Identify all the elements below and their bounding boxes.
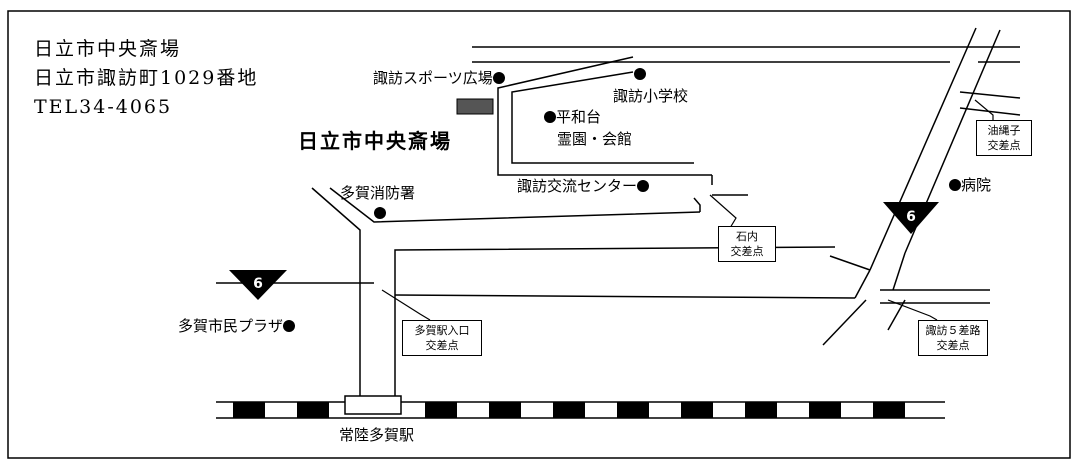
location-dot-icon — [374, 207, 386, 219]
callout-leaders — [381, 99, 994, 321]
intersection-suffix: 交差点 — [425, 339, 459, 352]
station-building — [344, 395, 402, 415]
landmark-hospital: 病院 — [949, 178, 991, 193]
map-title: 日立市中央斎場 — [298, 129, 452, 153]
intersection-suwa5: 諏訪５差路 交差点 — [918, 320, 988, 356]
location-dot-icon — [544, 111, 556, 123]
location-dot-icon — [283, 320, 296, 332]
landmark-suwa-school: 諏訪小学校 — [613, 87, 689, 105]
location-dot-icon — [634, 68, 646, 80]
intersection-name: 諏訪５差路 — [925, 324, 981, 337]
venue-tel: TEL34-4065 — [34, 96, 173, 118]
route-6-sign-icon — [883, 202, 939, 234]
intersection-taga-eki: 多賀駅入口 交差点 — [402, 320, 482, 356]
venue-address: 日立市諏訪町1029番地 — [34, 67, 259, 89]
intersection-name: 油縄子 — [987, 124, 1021, 137]
route-6-label: 6 — [906, 209, 916, 225]
landmark-label: 平和台 — [556, 108, 602, 126]
intersection-aburanawako: 油縄子 交差点 — [976, 120, 1032, 156]
landmark-heiwadai: 平和台 — [544, 110, 601, 125]
landmark-label: 諏訪交流センター — [517, 177, 638, 195]
venue-name: 日立市中央斎場 — [34, 38, 182, 60]
landmark-suwa-sports: 諏訪スポーツ広場 — [373, 71, 505, 86]
intersection-ishiuchi: 石内 交差点 — [718, 226, 776, 262]
location-dot-icon — [949, 179, 961, 191]
landmark-fire-station: 多賀消防署 — [340, 184, 416, 202]
map-frame — [7, 10, 1071, 459]
landmark-label: 諏訪スポーツ広場 — [373, 69, 493, 87]
landmark-station: 常陸多賀駅 — [339, 426, 415, 444]
intersection-suffix: 交差点 — [987, 139, 1021, 152]
intersection-name: 石内 — [736, 230, 758, 243]
landmark-heiwadai-line2: 霊園・会館 — [557, 130, 633, 148]
landmark-label: 多賀市民プラザ — [178, 317, 284, 335]
location-dot-icon — [637, 180, 650, 192]
railway — [216, 395, 945, 419]
funeral-hall-building-icon — [456, 98, 494, 115]
landmark-exchange-center: 諏訪交流センター — [517, 177, 650, 195]
intersection-name: 多賀駅入口 — [414, 324, 470, 337]
intersection-suffix: 交差点 — [730, 245, 764, 258]
intersection-suffix: 交差点 — [936, 339, 970, 352]
route-6-sign-icon — [229, 270, 287, 300]
landmark-plaza: 多賀市民プラザ — [178, 317, 296, 335]
route-6-label: 6 — [253, 276, 263, 292]
landmark-label: 病院 — [961, 176, 992, 194]
location-dot-icon — [492, 72, 505, 84]
roads — [216, 27, 1021, 396]
